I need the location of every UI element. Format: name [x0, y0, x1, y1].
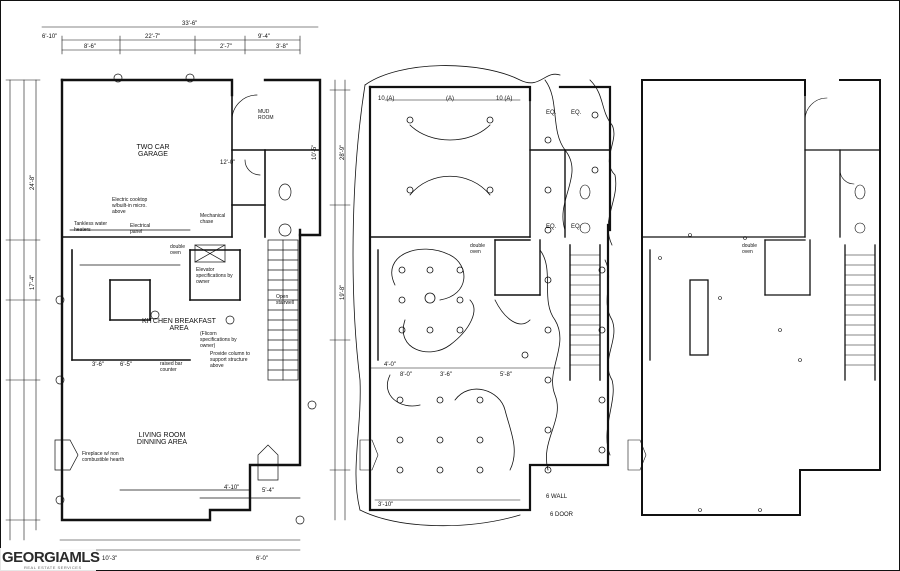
note-provide-column: Provide column to support structure abov…	[210, 351, 251, 369]
dim-4-10: 4'-10"	[224, 485, 240, 491]
dim-6-5: 6'-5"	[120, 362, 132, 368]
dim-19-8: 19'-8"	[340, 284, 346, 300]
note-electrical-panel: Electrical panel	[130, 223, 151, 235]
note-raised-bar: raised bar counter	[160, 361, 183, 373]
dim-p2-a1: 10 (A)	[378, 96, 395, 102]
room-label-mud: MUD ROOM	[258, 109, 274, 121]
dim-overall-top: 33'-6"	[182, 21, 198, 27]
plan-3-clean	[627, 79, 881, 516]
dim-p2-8-0: 8'-0"	[400, 372, 412, 378]
dim-24-8: 24'-8"	[30, 174, 36, 190]
watermark-tagline: REAL ESTATE SERVICES	[24, 565, 82, 570]
dim-6-10: 6'-10"	[42, 34, 58, 40]
dim-6-0-bottom: 6'-0"	[256, 556, 268, 562]
room-label-garage: TWO CAR GARAGE	[136, 144, 170, 158]
dim-p2-3-10: 3'-10"	[378, 502, 394, 508]
label-6-wall: 6 WALL	[546, 494, 568, 500]
dim-22-7: 22'-7"	[145, 34, 161, 40]
dim-p2-a3: 10 (A)	[496, 96, 513, 102]
note-fireplace: Fireplace w/ non combustible hearth	[82, 451, 125, 463]
label-double-oven-2: double oven	[470, 243, 486, 255]
label-eq-c: EQ.	[546, 224, 557, 230]
plan-2-electrical	[352, 65, 617, 527]
dim-28-9: 28'-9"	[340, 144, 346, 160]
dim-5-4: 5'-4"	[262, 488, 274, 494]
note-tankless: Tankless water heaters	[74, 221, 108, 233]
room-label-open-stair: Open stairwell	[276, 294, 295, 306]
dim-p2-5-8: 5'-8"	[500, 372, 512, 378]
dim-17-4: 17'-4"	[30, 274, 36, 290]
note-electric-cooktop: Electric cooktop w/built-in micro. above	[112, 197, 148, 215]
plan-1-dimensioned	[5, 26, 351, 551]
label-mechanical-chase: Mechanical chase	[200, 213, 226, 225]
dim-p2-a2: (A)	[446, 96, 454, 102]
label-eq-d: EQ.	[571, 224, 582, 230]
dim-12-0: 12'-0"	[220, 160, 236, 166]
label-eq-b: EQ.	[571, 110, 582, 116]
dim-3-6: 3'-6"	[92, 362, 104, 368]
watermark-brand: GEORGIAMLS	[2, 549, 100, 566]
dim-8-6: 8'-6"	[84, 44, 96, 50]
dim-10-5: 10'-5"	[312, 144, 318, 160]
dim-3-8: 3'-8"	[276, 44, 288, 50]
label-double-oven-1: double oven	[170, 244, 186, 256]
note-kitchen-specs: (Flicorn specifications by owner)	[200, 331, 237, 349]
label-double-oven-3: double oven	[742, 243, 758, 255]
room-label-living: LIVING ROOM DINNING AREA	[136, 432, 188, 446]
label-6-door: 6 DOOR	[550, 512, 574, 518]
room-label-kitchen: KITCHEN BREAKFAST AREA	[142, 318, 216, 332]
dim-p2-4-0: 4'-0"	[384, 362, 396, 368]
dim-9-4: 9'-4"	[258, 34, 270, 40]
dim-p2-3-6: 3'-6"	[440, 372, 452, 378]
label-eq-a: EQ.	[546, 110, 557, 116]
georgiamls-watermark: GEORGIAMLS REAL ESTATE SERVICES	[0, 548, 100, 571]
dim-10-3-bottom: 10'-3"	[102, 556, 118, 562]
note-elevator: Elevator specifications by owner	[196, 267, 233, 285]
dim-2-7: 2'-7"	[220, 44, 232, 50]
